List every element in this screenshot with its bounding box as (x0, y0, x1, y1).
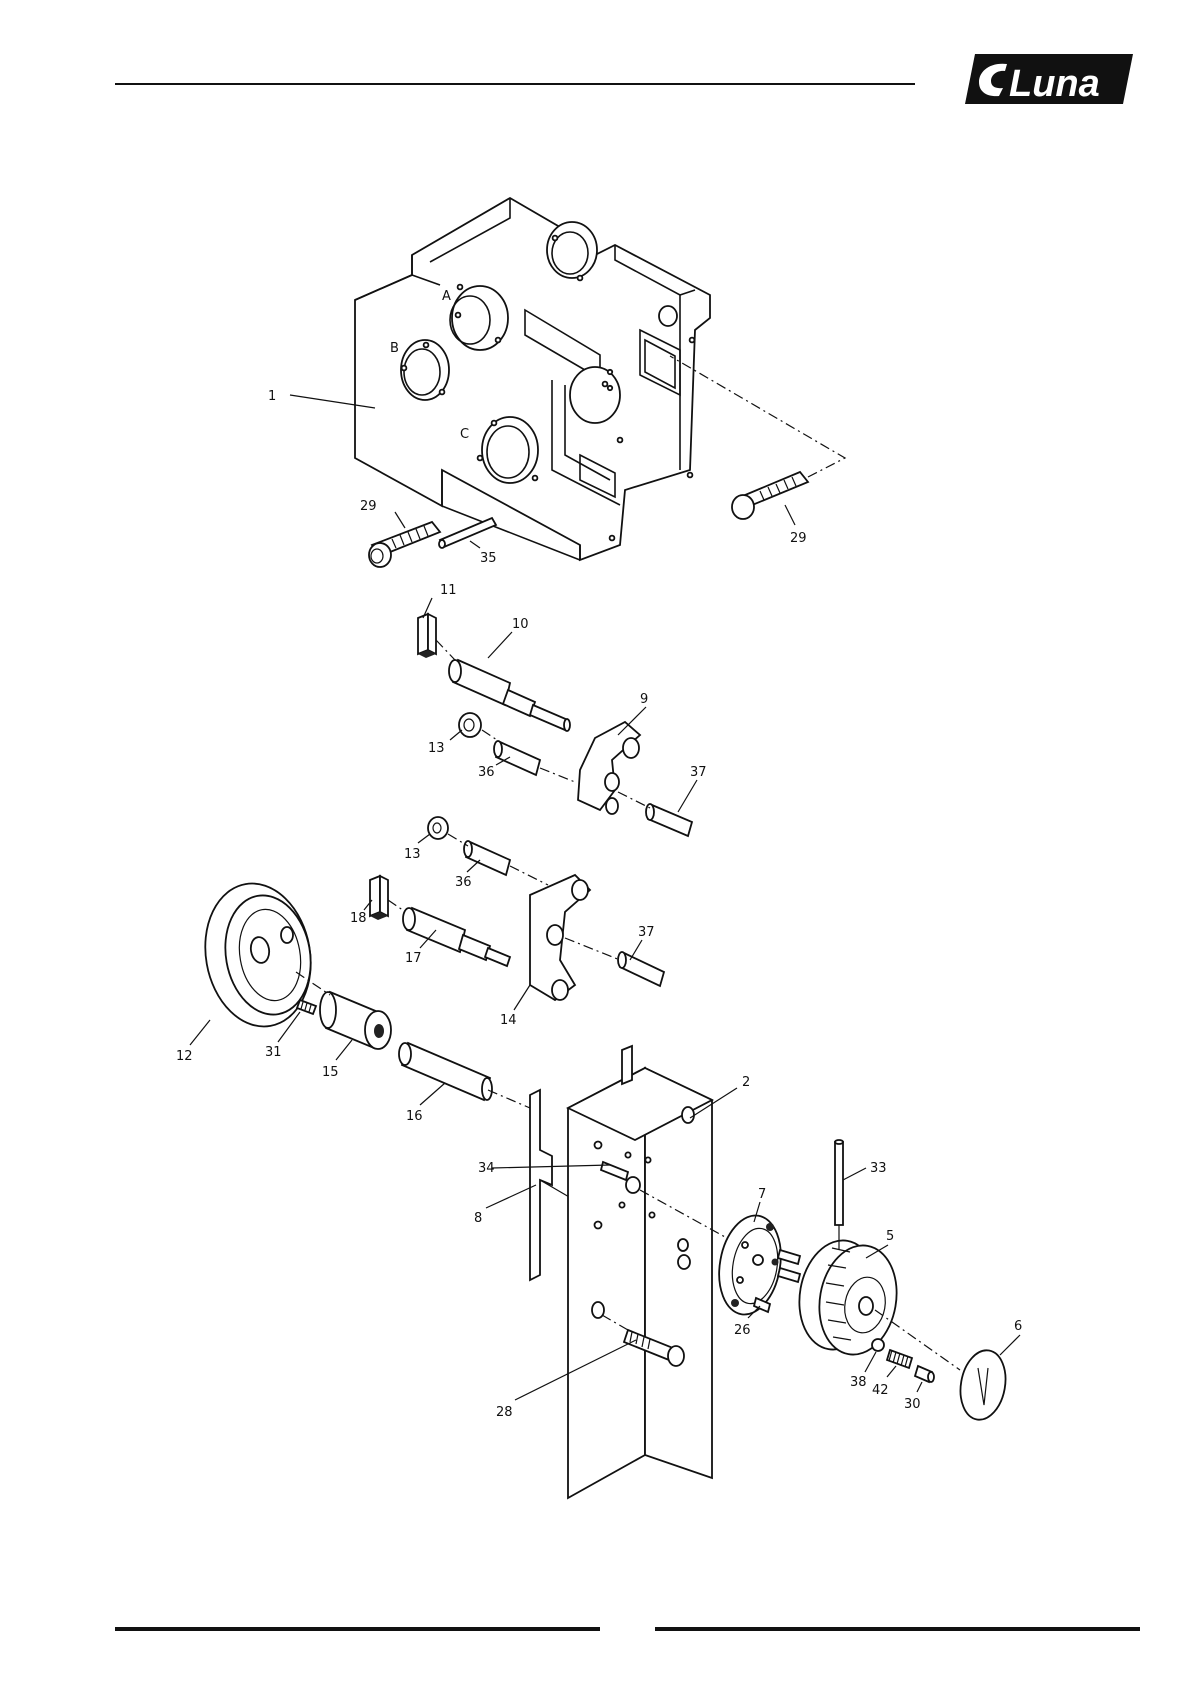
footer-rule-right (655, 1627, 1140, 1631)
label-35: 35 (480, 551, 497, 566)
flange-7 (712, 1211, 788, 1320)
cap-screw-right (732, 472, 808, 519)
key-18 (370, 876, 388, 920)
pin-36-b (464, 841, 510, 875)
label-2: 2 (742, 1075, 750, 1090)
label-7: 7 (758, 1187, 766, 1202)
label-30: 30 (904, 1397, 921, 1412)
pin-37-b (618, 952, 664, 986)
footer-rule-left (115, 1627, 600, 1631)
hub-15 (320, 992, 391, 1049)
bushing-13-a (459, 713, 481, 737)
label-29-left: 29 (360, 499, 377, 514)
label-17: 17 (405, 951, 422, 966)
label-33: 33 (870, 1161, 887, 1176)
hole-label-b: B (390, 341, 399, 356)
hole-label-a: A (442, 289, 451, 304)
front-plate-2 (568, 1046, 712, 1498)
label-37-b: 37 (638, 925, 655, 940)
pin-37-a (646, 804, 692, 836)
key-11 (418, 614, 436, 658)
hole-label-c: C (460, 427, 469, 442)
lever-14 (530, 875, 590, 1000)
label-5: 5 (886, 1229, 894, 1244)
label-12: 12 (176, 1049, 193, 1064)
handle-33 (835, 1140, 843, 1225)
shaft-16 (399, 1043, 492, 1100)
label-37-a: 37 (690, 765, 707, 780)
label-28: 28 (496, 1405, 513, 1420)
label-9: 9 (640, 692, 648, 707)
dowel-pin-35 (439, 518, 496, 548)
label-10: 10 (512, 617, 529, 632)
label-18: 18 (350, 911, 367, 926)
label-26: 26 (734, 1323, 751, 1338)
label-13-a: 13 (428, 741, 445, 756)
cap-screw-left (369, 522, 440, 567)
knurled-knob-5 (791, 1234, 905, 1361)
label-14: 14 (500, 1013, 517, 1028)
assembly-axis-29 (670, 356, 845, 477)
label-31: 31 (265, 1045, 282, 1060)
spring-42 (887, 1350, 912, 1368)
pin-36-a (494, 741, 540, 775)
label-16: 16 (406, 1109, 423, 1124)
label-42: 42 (872, 1383, 889, 1398)
bushing-13-b (428, 817, 448, 839)
label-13-b: 13 (404, 847, 421, 862)
label-8: 8 (474, 1211, 482, 1226)
label-1: 1 (268, 389, 276, 404)
label-38: 38 (850, 1375, 867, 1390)
label-36-a: 36 (478, 765, 495, 780)
indicator-cap-6 (955, 1347, 1010, 1424)
label-34: 34 (478, 1161, 495, 1176)
lever-9 (578, 722, 640, 814)
label-6: 6 (1014, 1319, 1022, 1334)
plug-30 (915, 1366, 934, 1382)
label-29-right: 29 (790, 531, 807, 546)
ball-38 (872, 1339, 884, 1351)
label-11: 11 (440, 583, 457, 598)
label-15: 15 (322, 1065, 339, 1080)
label-36-b: 36 (455, 875, 472, 890)
gearbox-housing (355, 198, 710, 560)
